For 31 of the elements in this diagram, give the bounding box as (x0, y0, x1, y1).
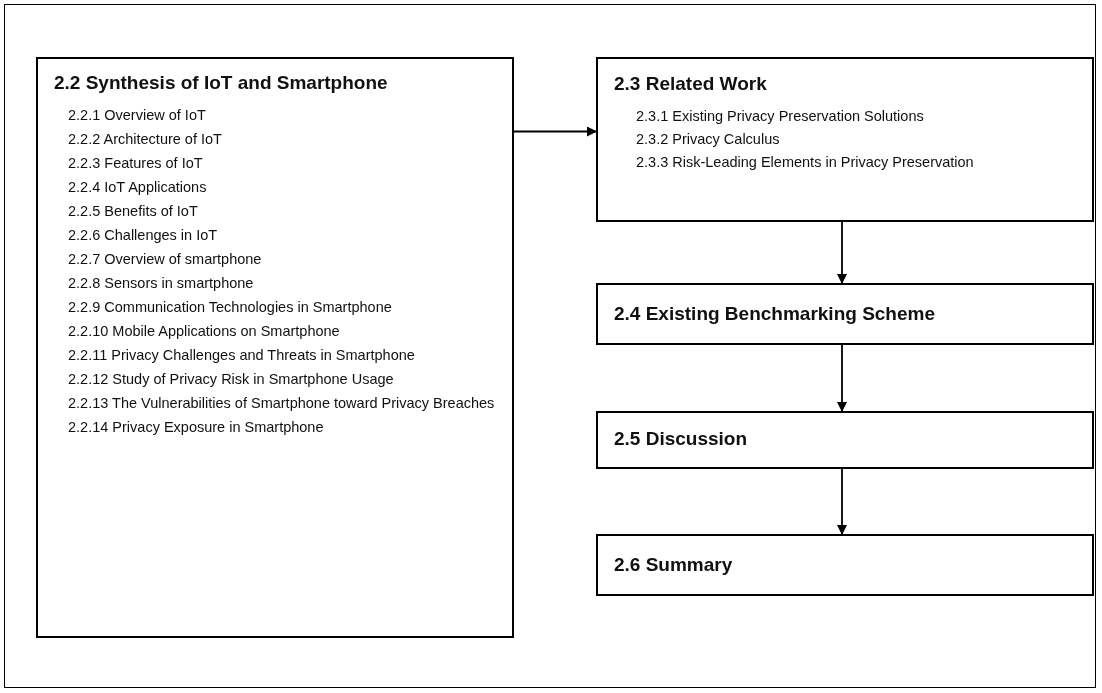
subsection-item: 2.2.13 The Vulnerabilities of Smartphone toward Privacy Breaches (68, 394, 496, 413)
section-box (596, 534, 1094, 596)
subsection-item: 2.2.10 Mobile Applications on Smartphone (68, 322, 341, 341)
arrow (837, 468, 847, 535)
section-heading: 2.5 Discussion (614, 428, 748, 450)
subsection-item: 2.3.3 Risk-Leading Elements in Privacy Preservation (636, 153, 975, 172)
subsection-item: 2.2.1 Overview of IoT (68, 106, 207, 125)
arrow (837, 221, 847, 284)
arrow (513, 126, 597, 137)
section-heading: 2.3 Related Work (614, 73, 767, 95)
subsection-item: 2.2.9 Communication Technologies in Smartphone (68, 298, 393, 317)
section-box (596, 283, 1094, 345)
subsection-item: 2.2.5 Benefits of IoT (68, 202, 199, 221)
subsection-item: 2.2.6 Challenges in IoT (68, 226, 219, 245)
subsection-item: 2.2.14 Privacy Exposure in Smartphone (68, 418, 325, 437)
subsection-item: 2.2.7 Overview of smartphone (68, 250, 263, 269)
section-box (596, 57, 1094, 222)
subsection-item: 2.2.3 Features of IoT (68, 154, 204, 173)
section-heading: 2.6 Summary (614, 554, 733, 576)
arrow (837, 344, 847, 412)
subsection-item: 2.2.11 Privacy Challenges and Threats in Smartphone (68, 346, 416, 365)
subsection-item: 2.3.1 Existing Privacy Preservation Solutions (636, 107, 925, 126)
subsection-item: 2.2.8 Sensors in smartphone (68, 274, 255, 293)
subsection-item: 2.2.4 IoT Applications (68, 178, 208, 197)
section-heading: 2.4 Existing Benchmarking Scheme (614, 303, 935, 325)
section-heading: 2.2 Synthesis of IoT and Smartphone (54, 72, 388, 94)
subsection-item: 2.2.12 Study of Privacy Risk in Smartphone Usage (68, 370, 395, 389)
subsection-item: 2.3.2 Privacy Calculus (636, 130, 781, 149)
section-box (596, 411, 1094, 469)
section-box (36, 57, 514, 638)
subsection-item: 2.2.2 Architecture of IoT (68, 130, 223, 149)
